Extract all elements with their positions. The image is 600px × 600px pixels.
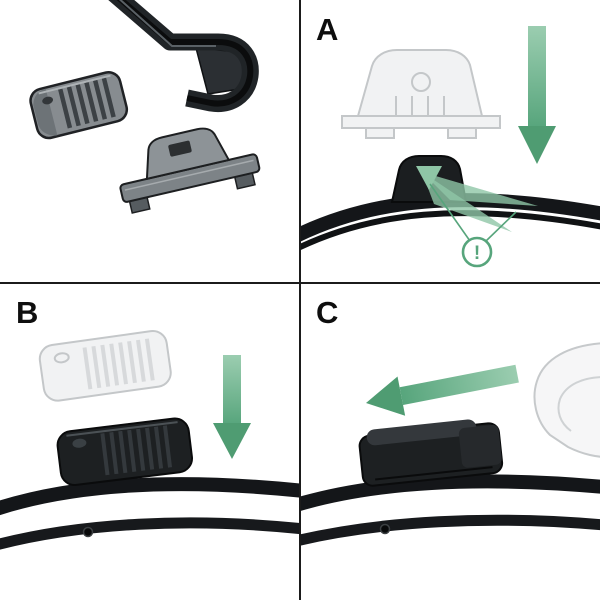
warning-annotation: ! xyxy=(422,172,538,268)
wiper-blade-upper xyxy=(0,477,300,516)
wiper-blade-lower xyxy=(0,517,300,550)
down-arrow-icon xyxy=(518,26,556,164)
step-a-label: A xyxy=(316,12,339,47)
mounted-cap xyxy=(56,417,193,486)
panel-parts xyxy=(0,0,300,283)
panel-step-a: A xyxy=(300,0,600,283)
step-c-label: C xyxy=(316,295,339,330)
panel-step-b: B xyxy=(0,283,300,600)
ghost-adapter-icon xyxy=(341,49,501,139)
rivet-icon xyxy=(82,526,94,538)
step-b-illustration xyxy=(0,329,300,550)
divider-vertical xyxy=(299,0,301,600)
blade-adapter xyxy=(358,419,504,487)
hook-arm-part-icon xyxy=(108,0,259,112)
warning-symbol: ! xyxy=(474,243,480,264)
panel-step-c: C xyxy=(300,283,600,600)
ghost-wiper-arm-icon xyxy=(533,342,600,458)
rivet-icon xyxy=(379,523,391,535)
step-b-label: B xyxy=(16,295,39,330)
wiper-blade-upper xyxy=(300,474,600,512)
step-a-illustration: ! xyxy=(300,26,600,268)
wiper-blade-lower xyxy=(300,514,600,546)
down-arrow-icon xyxy=(213,355,251,459)
adapter-part-icon xyxy=(119,127,261,214)
step-c-illustration xyxy=(300,342,600,546)
left-arrow-icon xyxy=(366,364,519,416)
cap-part-icon xyxy=(29,71,129,140)
parts-illustration xyxy=(29,0,261,214)
warning-icon xyxy=(461,236,493,268)
ghost-cap-icon xyxy=(38,329,172,402)
